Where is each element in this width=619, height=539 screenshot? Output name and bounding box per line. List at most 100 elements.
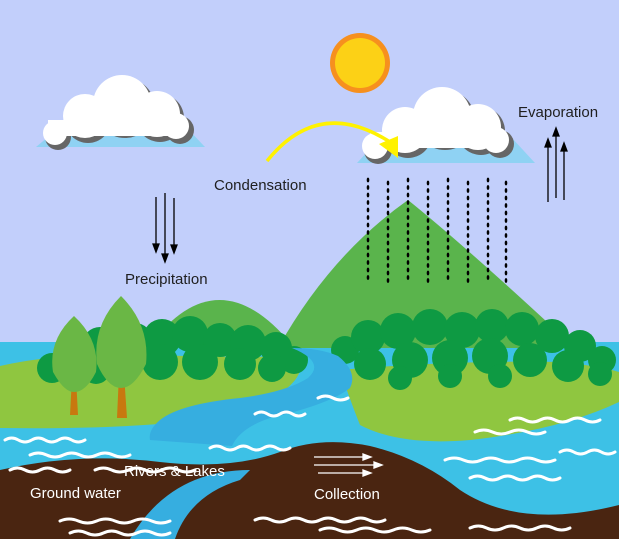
rain-drop: [504, 225, 508, 231]
rain-drop: [446, 200, 450, 205]
rain-drop: [366, 245, 370, 250]
rain-drop: [426, 203, 430, 208]
rain-drop: [504, 248, 508, 253]
rain-drop: [426, 180, 430, 186]
label-evaporation: Evaporation: [518, 104, 599, 121]
label-rivers-lakes: Rivers & Lakes: [124, 463, 225, 480]
rain-drop: [366, 252, 370, 258]
wave: [468, 474, 562, 482]
rain-drop: [386, 263, 390, 268]
wave: [468, 524, 572, 532]
rain-drop: [486, 260, 490, 265]
rain-drop: [426, 218, 430, 223]
rain-drop: [446, 192, 450, 198]
rain-drop: [386, 248, 390, 253]
label-collection: Collection: [314, 486, 380, 503]
trees: [52, 296, 147, 418]
wave: [508, 416, 602, 424]
cloud-right: [357, 87, 535, 164]
rain-drop: [446, 177, 450, 183]
rain-drop: [486, 200, 490, 205]
rain-drop: [486, 222, 490, 228]
rain-drop: [386, 255, 390, 261]
rain-drop: [504, 270, 508, 276]
rain-drop: [406, 260, 410, 265]
rain-drop: [386, 278, 390, 283]
rain-drop: [504, 233, 508, 238]
rain-drop: [426, 195, 430, 201]
rain-drop: [386, 210, 390, 216]
rain-drop: [426, 263, 430, 268]
rain-drop: [366, 192, 370, 198]
rain-drop: [366, 207, 370, 213]
rain-drop: [386, 188, 390, 193]
rain-drop: [504, 263, 508, 268]
rain-drop: [486, 192, 490, 198]
wave: [253, 516, 387, 524]
rain-drop: [406, 207, 410, 213]
wave: [3, 436, 87, 444]
rain-drop: [466, 248, 470, 253]
rain-drops: [366, 177, 508, 283]
rain-drop: [406, 252, 410, 258]
rain-drop: [504, 255, 508, 261]
rain-drop: [366, 230, 370, 235]
rain-drop: [466, 203, 470, 208]
rain-drop: [406, 237, 410, 243]
rain-drop: [486, 215, 490, 220]
rain-drop: [386, 233, 390, 238]
rain-drop: [466, 278, 470, 283]
rain-drop: [366, 267, 370, 273]
rain-drop: [386, 270, 390, 276]
rain-drop: [466, 270, 470, 276]
rain-drop: [366, 215, 370, 220]
rain-drop: [486, 230, 490, 235]
rain-drop: [426, 270, 430, 276]
rain-drop: [466, 195, 470, 201]
rain-drop: [426, 248, 430, 253]
rain-drop: [386, 240, 390, 246]
rain-drop: [504, 210, 508, 216]
rain-drop: [406, 192, 410, 198]
rain-drop: [366, 200, 370, 205]
wave: [443, 456, 557, 464]
rain-drop: [446, 230, 450, 235]
rain-drop: [486, 252, 490, 258]
rain-drop: [466, 210, 470, 216]
rain-drop: [504, 203, 508, 208]
sun: [330, 33, 390, 93]
label-precipitation: Precipitation: [125, 271, 208, 288]
rain-drop: [386, 203, 390, 208]
rain-drop: [446, 207, 450, 213]
rain-drop: [406, 200, 410, 205]
wave: [208, 444, 292, 452]
wave: [58, 517, 172, 525]
rain-drop: [486, 237, 490, 243]
wave: [253, 410, 307, 418]
wave: [28, 451, 132, 459]
wave: [93, 466, 197, 474]
rain-drop: [486, 185, 490, 190]
rain-drop: [406, 177, 410, 183]
rain-drop: [446, 222, 450, 228]
label-condensation: Condensation: [214, 177, 307, 194]
rain-drop: [466, 218, 470, 223]
rain-drop: [426, 255, 430, 261]
rain-drop: [446, 275, 450, 280]
rain-drop: [446, 260, 450, 265]
collection-arrows: [314, 453, 384, 477]
rain-drop: [466, 180, 470, 186]
rain-drop: [386, 180, 390, 186]
rain-drop: [406, 267, 410, 273]
rain-drop: [446, 237, 450, 243]
rain-drop: [366, 237, 370, 243]
condensation-arrow: [265, 121, 398, 163]
rain-drop: [486, 275, 490, 280]
bushes-left: [37, 316, 308, 384]
waves: [3, 394, 617, 537]
rain-drop: [406, 230, 410, 235]
rain-drop: [406, 185, 410, 190]
rain-drop: [366, 185, 370, 190]
rain-drop: [466, 233, 470, 238]
